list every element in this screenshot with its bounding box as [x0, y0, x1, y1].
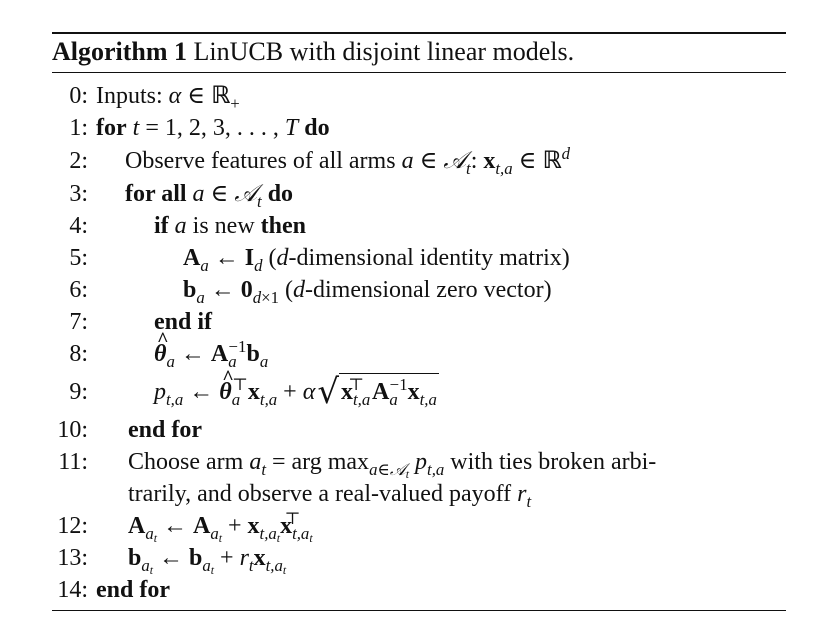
keyword-end-for: end for — [128, 417, 202, 443]
line-body: end for — [88, 574, 786, 606]
caption-rule — [52, 72, 786, 73]
algorithm-label: Algorithm 1 — [52, 37, 188, 66]
line-number: 9: — [69, 379, 88, 405]
line-body: end for — [88, 414, 786, 446]
keyword-then: then — [260, 213, 307, 239]
line-number: 1: — [69, 115, 88, 141]
line-number: 0: — [69, 83, 88, 109]
algo-line-0: 0: Inputs: α ∈ ℝ+ — [52, 79, 786, 112]
algorithm-box: Algorithm 1 LinUCB with disjoint linear … — [52, 32, 786, 611]
line-body: bat ← bat + rtxt,at — [128, 545, 287, 578]
algo-line-4: 4: if a is new then — [52, 210, 786, 242]
payoff-text: trarily, and observe a real-valued payof… — [128, 481, 518, 507]
line-number: 7: — [69, 309, 88, 335]
line-body: ba ← 0d×1 (d-dimensional zero vector) — [183, 277, 552, 307]
line-body: for t = 1, 2, 3, . . . , T do — [96, 115, 330, 141]
line-number: 5: — [69, 245, 88, 271]
top-rule — [52, 32, 786, 34]
algorithm-title: LinUCB with disjoint linear models. — [193, 37, 575, 66]
line-body: Inputs: α ∈ ℝ+ — [96, 81, 240, 113]
keyword-for: for — [96, 115, 127, 141]
line-body: if a is new then — [154, 213, 307, 239]
keyword-do: do — [267, 181, 294, 207]
line-number: 11: — [58, 449, 88, 475]
line-number: 8: — [69, 341, 88, 367]
observe-text: Observe features of all arms — [125, 148, 402, 174]
algo-line-8: 8: θa ← Aa−1ba — [52, 324, 786, 370]
algorithm-lines: 0: Inputs: α ∈ ℝ+ 1: for t = 1, 2, 3, . … — [52, 73, 786, 606]
line-body: for all a ∈ 𝒜t do — [125, 179, 294, 211]
bottom-rule — [52, 610, 786, 611]
line-body: θa ← Aa−1ba — [88, 324, 786, 370]
algo-line-3: 3: for all a ∈ 𝒜t do — [52, 177, 786, 210]
algo-line-6: 6: ba ← 0d×1 (d-dimensional zero vector) — [52, 274, 786, 306]
algo-line-11: 11: Choose arm at = arg maxa∈𝒜t pt,a wit… — [52, 446, 786, 482]
line-number: 10: — [57, 417, 88, 443]
keyword-do: do — [304, 115, 330, 141]
line-number: 4: — [69, 213, 88, 239]
keyword-for-all: for all — [125, 181, 187, 207]
square-root: √xt,a⊤Aa−1xt,a — [317, 372, 439, 412]
inputs-label: Inputs: — [96, 83, 169, 109]
line-number: 14: — [57, 577, 88, 603]
algo-line-2: 2: Observe features of all arms a ∈ 𝒜t: … — [52, 144, 786, 177]
algo-line-9: 9: pt,a ← θa⊤xt,a + α√xt,a⊤Aa−1xt,a — [52, 356, 786, 414]
algorithm-caption: Algorithm 1 LinUCB with disjoint linear … — [52, 34, 786, 71]
algo-line-12: 12: Aat ← Aat + xt,atxt,at⊤ — [52, 508, 786, 546]
line-body: Aat ← Aat + xt,atxt,at⊤ — [128, 508, 313, 546]
line-body: Choose arm at = arg maxa∈𝒜t pt,a with ti… — [128, 449, 657, 482]
line-number: 13: — [57, 545, 88, 571]
line-number: 6: — [69, 277, 88, 303]
keyword-if: if — [154, 213, 169, 239]
algo-line-1: 1: for t = 1, 2, 3, . . . , T do — [52, 112, 786, 144]
algo-line-10: 10: end for — [52, 414, 786, 446]
algo-line-5: 5: Aa ← Id (d-dimensional identity matri… — [52, 242, 786, 274]
algo-line-11-cont: trarily, and observe a real-valued payof… — [52, 478, 786, 510]
choose-arm-text: Choose arm — [128, 449, 250, 475]
line-body: trarily, and observe a real-valued payof… — [128, 481, 532, 511]
line-number: 2: — [69, 148, 88, 174]
line-body: Aa ← Id (d-dimensional identity matrix) — [183, 245, 570, 275]
algo-line-13: 13: bat ← bat + rtxt,at — [52, 542, 786, 578]
line-body: Observe features of all arms a ∈ 𝒜t: xt,… — [125, 143, 571, 178]
keyword-end-for: end for — [96, 577, 170, 603]
algo-line-14: 14: end for — [52, 574, 786, 606]
ties-text: with ties broken arbi- — [444, 449, 657, 475]
is-new-text: is new — [192, 213, 255, 239]
line-number: 12: — [57, 513, 88, 539]
line-body: pt,a ← θa⊤xt,a + α√xt,a⊤Aa−1xt,a — [88, 356, 786, 414]
line-number: 3: — [69, 181, 88, 207]
line-body: end if — [88, 306, 786, 338]
